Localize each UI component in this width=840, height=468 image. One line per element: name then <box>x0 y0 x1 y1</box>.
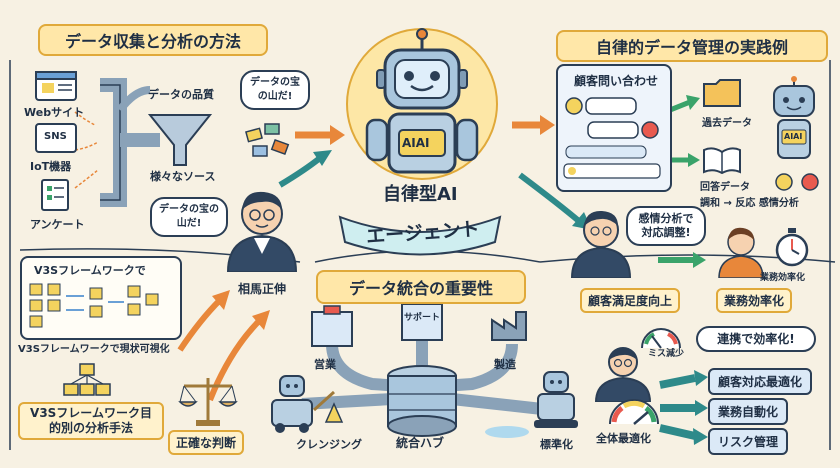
agent-banner <box>338 215 502 256</box>
collaboration-bubble: 連携で効率化! <box>696 326 816 352</box>
flow-label: 調和 → 反応 感情分析 <box>700 198 799 209</box>
v3s-board-notes <box>29 283 159 328</box>
sns-icon-text: SNS <box>44 131 67 142</box>
scales-icon <box>178 378 238 426</box>
chat-window-illustration <box>563 97 661 179</box>
pipes-illustration <box>100 78 213 207</box>
analyst-person-avatar <box>570 210 632 278</box>
past-data-label: 過去データ <box>702 118 752 129</box>
folder-icon <box>703 79 741 107</box>
web-icon <box>35 71 77 101</box>
web-source-label: Webサイト <box>24 106 85 119</box>
integration-section-title: データ統合の重要性 <box>316 270 526 304</box>
judgement-tag: 正確な判断 <box>168 430 245 455</box>
risk-management-box: リスク管理 <box>708 428 789 455</box>
emotion-faces-icon <box>775 173 819 191</box>
overall-optimization-label: 全体最適化 <box>596 432 651 445</box>
support-label: サポート <box>404 313 441 323</box>
treasure-bubble: データの宝の山だ! <box>240 70 310 110</box>
book-icon <box>703 147 741 174</box>
v3s-caption: V3Sフレームワークで現状可視化 <box>18 344 170 355</box>
cleansing-label: クレンジング <box>296 438 362 451</box>
integration-hub-illustration <box>301 304 543 438</box>
efficiency-small-label: 業務効率化 <box>760 273 806 283</box>
optimizer-person-avatar <box>594 347 652 402</box>
v3s-method-text: V3Sフレームワーク目的別の分析手法 <box>30 406 152 435</box>
automation-box: 業務自動化 <box>708 398 789 425</box>
survey-icon <box>41 179 69 211</box>
stopwatch-icon <box>775 228 809 267</box>
mistake-gauge-icon <box>641 328 681 349</box>
standardize-label: 標準化 <box>540 438 573 451</box>
overall-gauge-icon <box>609 399 659 425</box>
manufacturing-label: 製造 <box>494 358 516 371</box>
soma-speech-bubble: データの宝の山だ! <box>150 197 228 237</box>
hierarchy-icon <box>63 363 111 396</box>
emotion-analysis-bubble: 感情分析で対応調整! <box>626 206 706 246</box>
satisfaction-tag: 顧客満足度向上 <box>580 288 681 313</box>
center-robot-chest-text: AIAI <box>402 136 430 150</box>
standardize-robot-illustration <box>534 371 578 428</box>
worker-person-avatar <box>718 227 764 278</box>
answer-data-label: 回答データ <box>700 182 750 193</box>
customer-optimization-box: 顧客対応最適化 <box>708 368 813 395</box>
quality-label: データの品質 <box>148 88 214 101</box>
various-sources-label: 様々なソース <box>150 170 216 183</box>
hub-label: 統合ハブ <box>396 436 445 450</box>
inquiry-title: 顧客問い合わせ <box>574 74 659 88</box>
collection-section-title: データ収集と分析の方法 <box>38 24 268 56</box>
soma-person-avatar <box>226 191 298 272</box>
small-robot-chest-text: AIAI <box>784 132 803 141</box>
sns-icon <box>35 123 77 153</box>
v3s-board-title: V3Sフレームワークで <box>34 264 146 277</box>
iot-source-label: IoT機器 <box>30 160 72 173</box>
sales-label: 営業 <box>314 358 336 371</box>
efficiency-tag: 業務効率化 <box>716 288 793 313</box>
soma-name-label: 相馬正伸 <box>238 282 287 296</box>
v3s-method-tag: V3Sフレームワーク目的別の分析手法 <box>18 402 164 440</box>
survey-source-label: アンケート <box>30 218 85 231</box>
small-robot-illustration <box>773 76 815 159</box>
practice-section-title: 自律的データ管理の実践例 <box>556 30 828 62</box>
ai-label: 自律型AI <box>383 184 458 205</box>
mistake-label: ミス減少 <box>648 349 685 359</box>
center-robot-illustration <box>346 28 498 180</box>
data-papers-icon <box>245 123 290 157</box>
cleansing-robot-illustration <box>271 375 344 433</box>
